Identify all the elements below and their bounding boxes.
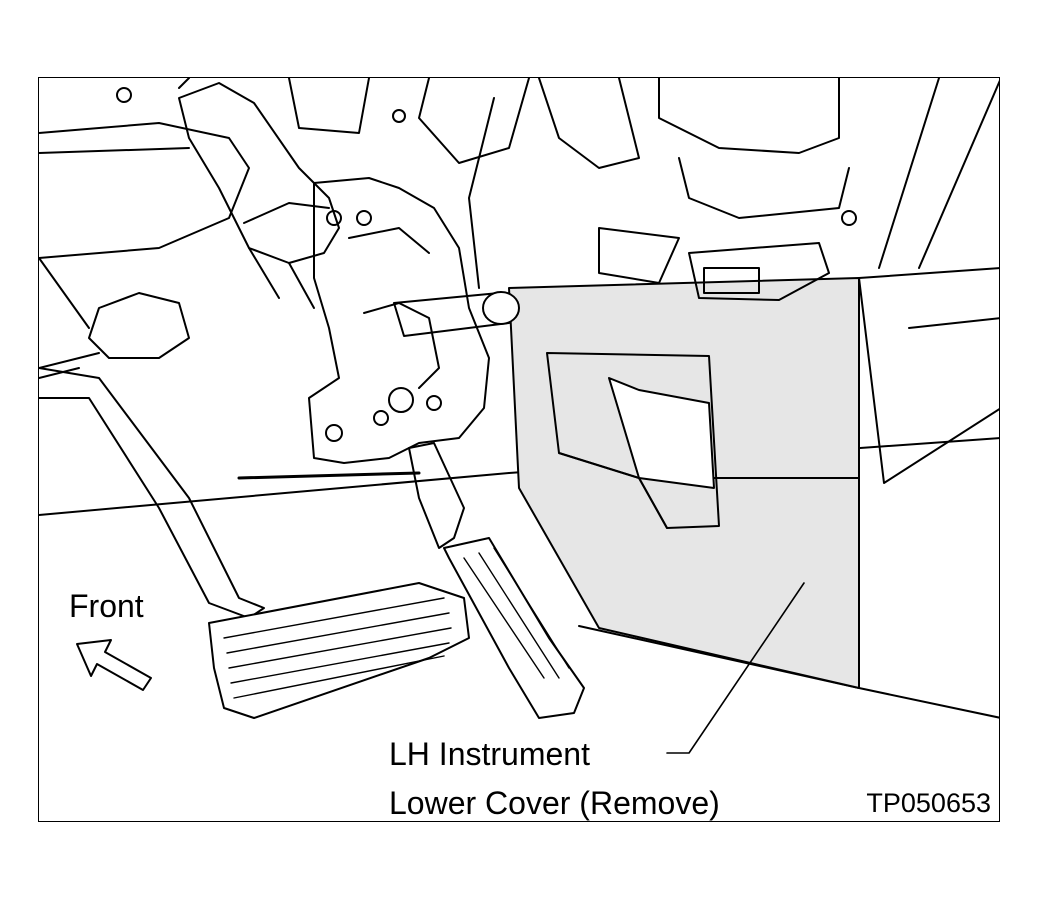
lh-instrument-lower-cover	[508, 277, 860, 689]
arrow-up-left-icon	[76, 639, 152, 691]
cover-callout-line2: Lower Cover (Remove)	[389, 785, 720, 821]
diagram-frame: Front LH Instrument Lower Cover (Remove)…	[38, 77, 1000, 822]
pivot-shaft	[393, 291, 520, 337]
steering-column	[178, 82, 340, 309]
pedal-assembly-illustration	[39, 78, 999, 754]
cover-callout-line1: LH Instrument	[389, 736, 590, 772]
left-dash	[39, 78, 250, 369]
figure-id-label: TP050653	[866, 788, 991, 818]
dash-panel-right	[858, 78, 999, 484]
front-direction-label: Front	[69, 588, 144, 624]
upper-brackets	[288, 78, 857, 301]
brake-pedal	[39, 367, 470, 719]
cover-leader-line	[666, 582, 805, 754]
accelerator-pedal	[237, 442, 585, 719]
pedal-bracket	[308, 177, 490, 464]
